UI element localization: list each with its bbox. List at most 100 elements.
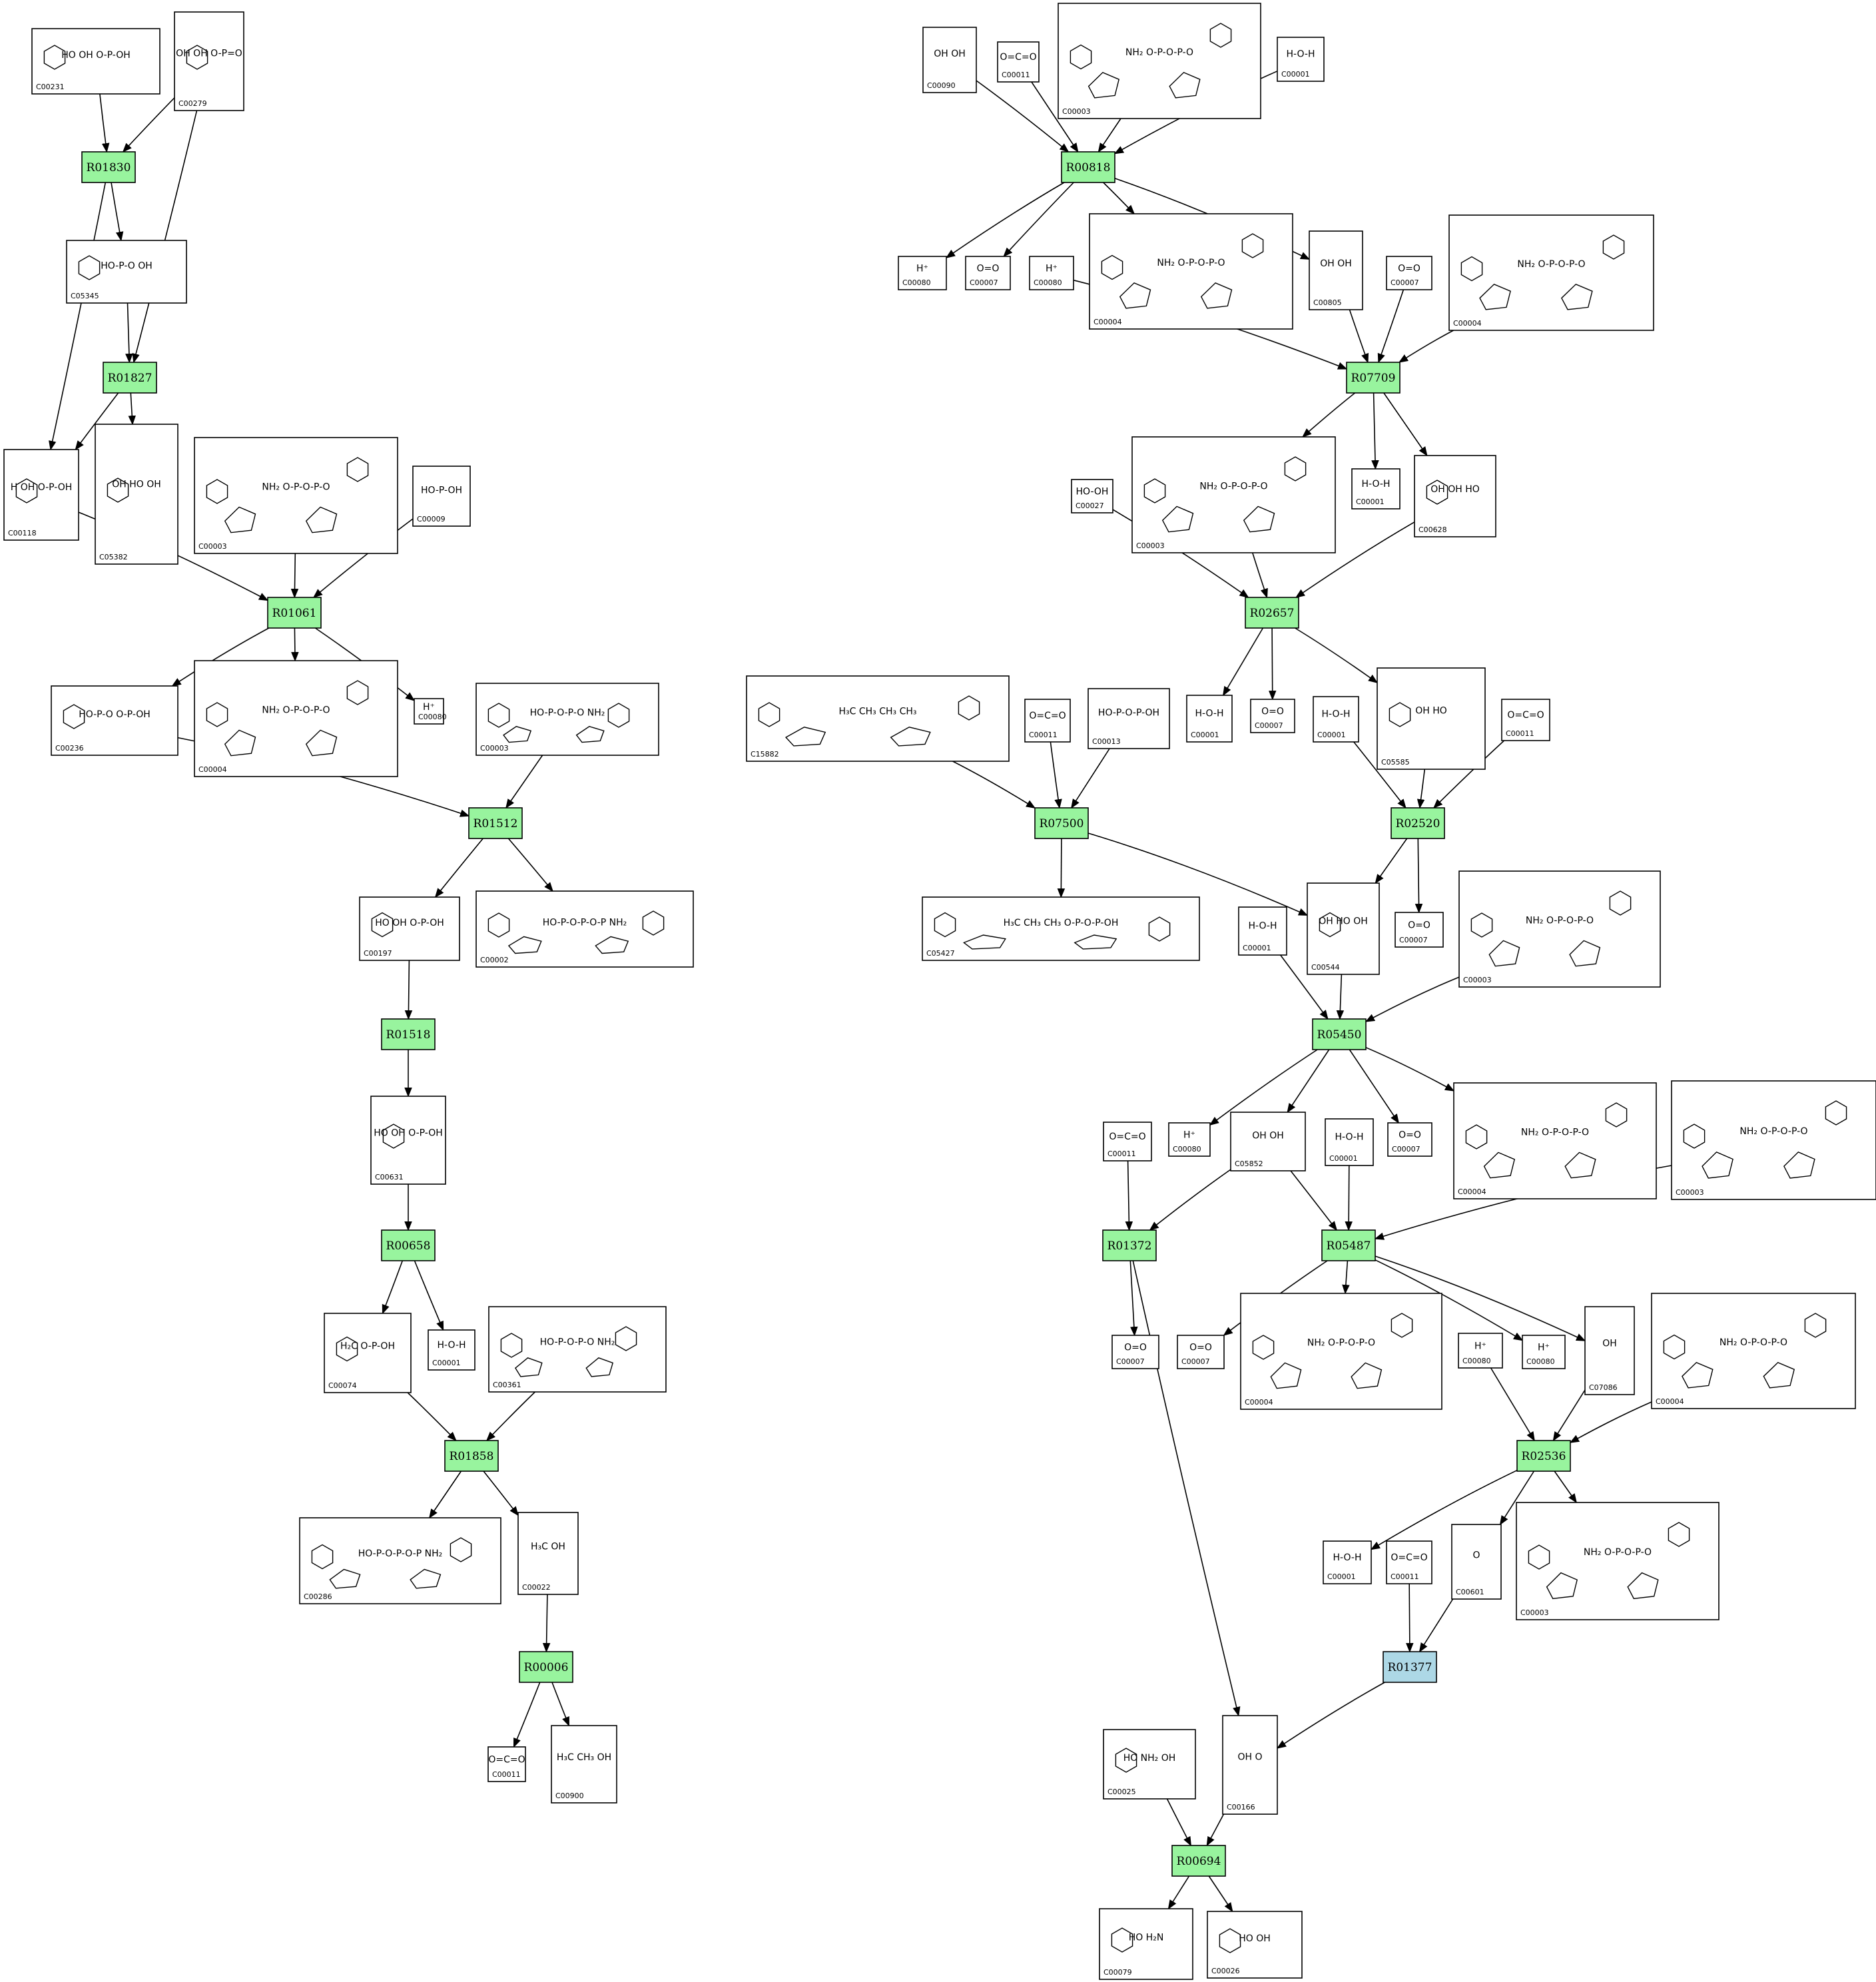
reaction-node-r01518[interactable]: R01518 [381,1018,436,1050]
compound-box [1671,1080,1876,1200]
compound-structure-text: O=C=O [1000,52,1036,63]
compound-node[interactable]: H⁺C00080 [1522,1335,1566,1369]
reaction-node-r01512[interactable]: R01512 [468,807,523,839]
reaction-box [1391,807,1445,839]
reaction-node-r00006[interactable]: R00006 [519,1651,573,1683]
reaction-node-r02657[interactable]: R02657 [1245,597,1299,629]
reaction-node-r07500[interactable]: R07500 [1034,807,1089,839]
compound-structure-text: NH₂ O-P-O-P-O [1526,915,1594,926]
compound-node[interactable]: H⁺C00080 [898,256,947,290]
reaction-node-r00694[interactable]: R00694 [1171,1845,1226,1877]
reaction-node-r01830[interactable]: R01830 [81,151,136,183]
compound-node[interactable]: H⁺C00080 [1168,1122,1211,1157]
compound-structure-text: H⁺ [916,264,928,274]
reaction-node-r00818[interactable]: R00818 [1061,151,1115,183]
reaction-node-r00658[interactable]: R00658 [381,1229,436,1261]
compound-node[interactable]: H⁺C00080 [1458,1333,1503,1369]
reaction-node-r05487[interactable]: R05487 [1321,1229,1376,1261]
reaction-node-r01061[interactable]: R01061 [267,597,322,629]
ring-glyph [450,1537,472,1562]
reaction-edge [1569,1401,1652,1443]
compound-node[interactable]: H⁺C00080 [1029,256,1074,290]
reaction-label: R05450 [1317,1028,1362,1042]
compound-box [414,698,444,725]
reaction-node-r02520[interactable]: R02520 [1391,807,1445,839]
reaction-node-r01377[interactable]: R01377 [1383,1651,1437,1683]
reaction-node-r05450[interactable]: R05450 [1312,1018,1367,1050]
reaction-node-r01372[interactable]: R01372 [1102,1229,1157,1261]
reaction-node-r01827[interactable]: R01827 [103,362,157,394]
reaction-node-r01858[interactable]: R01858 [444,1440,499,1472]
reaction-node-r07709[interactable]: R07709 [1346,362,1401,394]
compound-node[interactable]: H⁺C00080 [414,698,447,725]
reaction-node-r02536[interactable]: R02536 [1516,1440,1571,1472]
compound-id-label: C00009 [417,515,446,523]
